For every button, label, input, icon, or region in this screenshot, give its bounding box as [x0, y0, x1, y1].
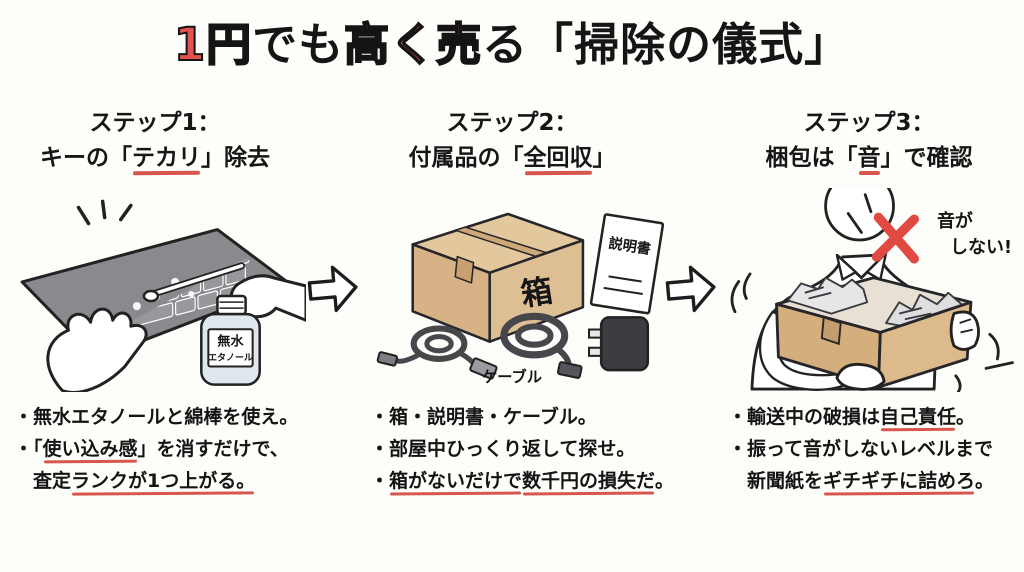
step2-bullets: ・箱・説明書・ケーブル。 ・部屋中ひっくり返して探せ。 ・箱がないだけで数千円の…: [360, 402, 674, 498]
text-segment: ギチギチに詰めろ: [823, 469, 976, 492]
step1-header-line2: キーの「テカリ」除去: [4, 141, 306, 176]
text-segment: 。: [956, 406, 976, 428]
cable-label: ケーブル: [482, 368, 542, 386]
text-segment: ・「: [14, 437, 43, 460]
text-segment: 」除去: [201, 144, 270, 171]
step3-header-line2: 梱包は「音」で確認: [718, 141, 1020, 176]
bullet-line: 査定ランクが1つ上がる。: [14, 466, 306, 498]
manual-label: 説明書: [607, 235, 652, 258]
text-segment: ・無水エタノールと綿棒を使え。: [14, 406, 299, 428]
text-segment: 梱包は「: [765, 144, 858, 171]
emphasis-lines: [846, 193, 873, 234]
text-segment: 全回収: [523, 144, 593, 171]
cotton-swab-icon: [142, 262, 246, 303]
no-sound-text-line2: しない!: [950, 237, 1012, 258]
text-segment: 」で確認: [880, 144, 973, 171]
bullet-line: ・「使い込み感」を消すだけで、: [14, 434, 306, 466]
step-column-2: ステップ2： 付属品の「全回収」 説明書: [360, 100, 674, 498]
text-segment: ・振って音がしないレベルまで: [728, 437, 994, 460]
bullet-line: ・箱がないだけで数千円の損失だ。: [370, 466, 674, 498]
text-segment: る「掃除の儀式」: [482, 18, 851, 71]
motion-lines: [730, 272, 1014, 392]
no-sound-text-line1: 音が: [937, 210, 973, 232]
text-segment: 新聞紙を: [747, 469, 824, 492]
step2-header-line2: 付属品の「全回収」: [360, 141, 664, 176]
text-segment: でも: [252, 18, 345, 71]
packed-box-icon: [775, 276, 973, 389]
box-accessories-icon: 説明書 箱: [376, 212, 664, 386]
left-hand-icon: [46, 307, 148, 392]
steps-row: ステップ1： キーの「テカリ」除去: [0, 100, 1024, 498]
step3-illustration: 音が しない!: [718, 188, 1020, 392]
text-segment: 1円: [173, 18, 253, 71]
step2-illustration: 説明書 箱: [360, 188, 664, 392]
left-hand-icon: [835, 362, 886, 391]
step-column-1: ステップ1： キーの「テカリ」除去: [4, 100, 306, 498]
step-column-3: ステップ3： 梱包は「音」で確認: [718, 100, 1020, 498]
bullet-line: ・部屋中ひっくり返して探せ。: [370, 434, 664, 466]
text-segment: 箱がないだけで: [389, 469, 523, 492]
big-cable-icon: [500, 312, 583, 379]
step2-header-line1: ステップ2：: [446, 110, 578, 136]
page-title: 1円でも高く売る「掃除の儀式」: [0, 0, 1024, 94]
step2-header: ステップ2： 付属品の「全回収」: [360, 106, 664, 182]
step1-illustration: 無水 エタノール: [4, 188, 306, 392]
step1-bullets: ・無水エタノールと綿棒を使え。 ・「使い込み感」を消すだけで、 査定ランクが1つ…: [4, 402, 306, 498]
bullet-line: ・箱・説明書・ケーブル。: [370, 402, 664, 434]
step1-header-line1: ステップ1：: [89, 110, 221, 136]
text-segment: 高く売: [343, 18, 483, 71]
text-segment: 。: [975, 469, 995, 492]
step3-header-line1: ステップ3：: [803, 110, 935, 136]
text-segment: キーの「: [40, 144, 132, 171]
manual-icon: 説明書: [589, 213, 664, 315]
text-segment: 。: [655, 469, 675, 492]
text-segment: ・部屋中ひっくり返して探せ。: [370, 437, 636, 460]
bottle-label-line1: 無水: [217, 332, 244, 349]
no-sound-x-icon: [871, 212, 920, 264]
bullet-line: ・振って音がしないレベルまで: [728, 434, 1020, 466]
bottle-label-line2: エタノール: [208, 351, 253, 363]
step1-header: ステップ1： キーの「テカリ」除去: [4, 106, 306, 182]
step3-bullets: ・輸送中の破損は自己責任。 ・振って音がしないレベルまで 新聞紙をギチギチに詰め…: [718, 402, 1020, 498]
arrow-1: [306, 258, 360, 320]
sparkle-icon: [76, 199, 133, 226]
text-segment: 」を消すだけで、: [137, 437, 289, 460]
small-cable-icon: [376, 325, 498, 380]
power-adapter-icon: [588, 316, 650, 372]
right-arrow-icon: [307, 265, 358, 313]
text-segment: ・輸送中の破損は: [728, 406, 881, 428]
text-segment: テカリ: [132, 144, 201, 171]
step3-header: ステップ3： 梱包は「音」で確認: [718, 106, 1020, 182]
text-segment: 」: [592, 144, 616, 171]
text-segment: 付属品の「: [408, 144, 524, 171]
text-segment: 音: [857, 144, 881, 171]
keyboard-cleaning-icon: 無水 エタノール: [20, 199, 306, 392]
right-arrow-icon: [665, 265, 716, 313]
text-segment: ・: [370, 469, 390, 492]
box-label: 箱: [518, 273, 555, 313]
bullet-line: ・無水エタノールと綿棒を使え。: [14, 402, 306, 434]
shaking-box-icon: 音が しない!: [730, 188, 1014, 392]
text-segment: 査定: [33, 469, 72, 492]
text-segment: 数千円の損失だ: [522, 469, 656, 492]
text-segment: 自己責任: [880, 406, 957, 428]
bullet-line: ・輸送中の破損は自己責任。: [728, 402, 1020, 434]
text-segment: ・箱・説明書・ケーブル。: [370, 406, 597, 428]
arrow-2: [664, 258, 718, 320]
ethanol-bottle-icon: 無水 エタノール: [200, 294, 261, 386]
text-segment: ランクが1つ上がる。: [71, 469, 256, 492]
cardboard-box-icon: [411, 212, 585, 343]
text-segment: 使い込み感: [42, 437, 138, 460]
bullet-line: 新聞紙をギチギチに詰めろ。: [728, 466, 1020, 498]
